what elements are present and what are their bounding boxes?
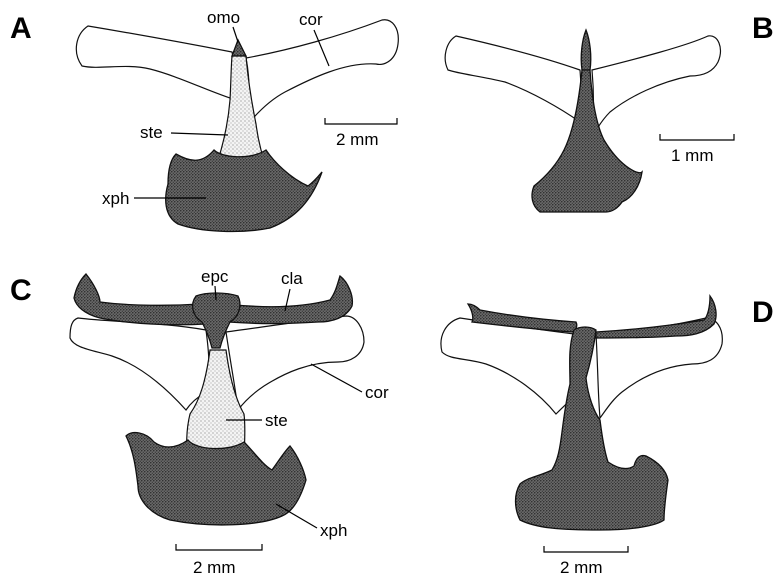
panel-c-scale-bar [176, 544, 262, 550]
panel-c-label-ste: ste [265, 411, 288, 430]
panel-c-left-coracoid [70, 318, 209, 410]
panel-a-label-cor: cor [299, 10, 323, 29]
panel-a-leader-ste [171, 133, 228, 135]
panel-b-scale-bar [660, 134, 734, 140]
panel-d: D 2 mm [441, 296, 774, 577]
panel-a-scale-label: 2 mm [336, 130, 379, 149]
panel-b-letter: B [752, 12, 774, 45]
panel-a-label-omo: omo [207, 8, 240, 27]
panel-c-label-cor: cor [365, 383, 389, 402]
panel-a-label-xph: xph [102, 189, 129, 208]
panel-b-scale-label: 1 mm [671, 146, 714, 165]
panel-b-right-coracoid [592, 36, 720, 138]
panel-c-right-coracoid [226, 316, 364, 410]
panel-c-leader-cor [311, 364, 362, 392]
panel-c-left-clavicle [74, 274, 206, 325]
panel-a-omosternum [232, 40, 246, 56]
panel-a-letter: A [10, 12, 32, 45]
panel-b-omosternum [581, 30, 591, 70]
panel-a-right-coracoid [246, 20, 398, 124]
panel-a-leader-omo [233, 27, 238, 42]
panel-c-label-cla: cla [281, 269, 303, 288]
panel-d-left-coracoid [441, 318, 579, 414]
panel-d-letter: D [752, 296, 774, 329]
panel-c-label-epc: epc [201, 267, 229, 286]
panel-a-xiphisternum [166, 150, 322, 231]
panel-c-scale-label: 2 mm [193, 558, 236, 577]
panel-b: B 1 mm [445, 12, 773, 212]
panel-b-left-coracoid [445, 36, 581, 122]
panel-d-right-clavicle [596, 296, 716, 338]
panel-d-scale-label: 2 mm [560, 558, 603, 577]
panel-c: C epc cla cor ste xph 2 mm [10, 267, 389, 577]
panel-c-label-xph: xph [320, 521, 347, 540]
panel-a: A omo cor ste xph 2 mm [10, 8, 398, 231]
panel-d-scale-bar [544, 546, 628, 552]
panel-a-left-coracoid [76, 26, 236, 100]
panel-a-label-ste: ste [140, 123, 163, 142]
panel-a-scale-bar [325, 118, 397, 124]
panel-c-letter: C [10, 274, 32, 307]
